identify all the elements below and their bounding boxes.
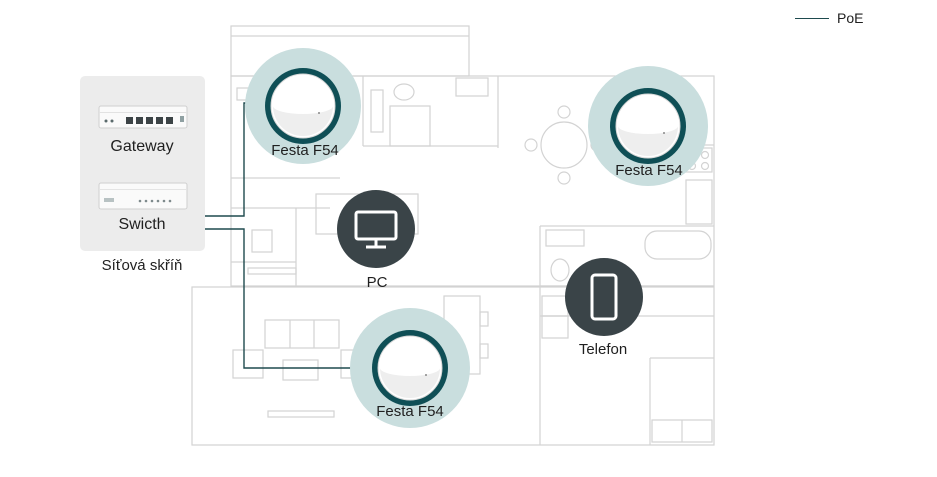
pc-label: PC <box>366 274 388 291</box>
switch-device-icon <box>98 182 188 210</box>
phone-client <box>565 258 643 336</box>
pc-client <box>337 190 415 268</box>
phone-circle <box>565 258 643 336</box>
ap-top-left <box>245 48 361 164</box>
smartphone-icon <box>590 273 618 321</box>
gateway-device-icon <box>98 105 188 129</box>
phone-label: Telefon <box>578 341 628 358</box>
poe-legend-line <box>795 18 829 19</box>
monitor-icon <box>354 210 398 249</box>
ap-top-left-label: Festa F54 <box>271 142 339 159</box>
poe-legend-label: PoE <box>837 10 864 26</box>
ap-bottom <box>350 308 470 428</box>
network-cabinet <box>80 76 205 251</box>
floorplan-wall-lower <box>191 286 715 446</box>
pc-circle <box>337 190 415 268</box>
switch-label: Swicth <box>118 216 166 233</box>
gateway-label: Gateway <box>110 138 174 155</box>
ap-top-right <box>588 66 708 186</box>
ap-top-right-label: Festa F54 <box>615 162 683 179</box>
poe-cable-to-ap-bottom <box>205 228 374 369</box>
floorplan-wall-upper <box>230 75 715 287</box>
network-cabinet-label: Síťová skříň <box>101 257 183 274</box>
ap-bottom-label: Festa F54 <box>376 403 444 420</box>
